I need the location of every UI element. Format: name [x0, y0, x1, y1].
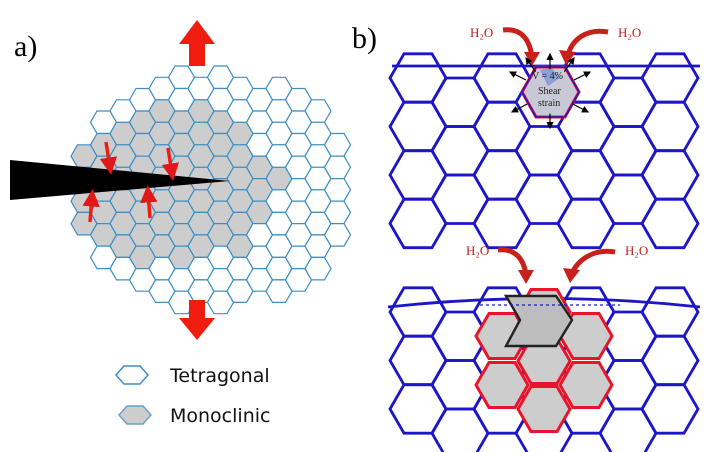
legend-tetragonal-label: Tetragonal — [169, 365, 270, 387]
panel-b-label: b) — [352, 22, 377, 55]
legend: Tetragonal Monoclinic — [114, 365, 270, 427]
lattice-grain — [640, 52, 700, 104]
expansion-arrow — [525, 57, 537, 72]
expansion-arrow — [510, 103, 528, 113]
legend-monoclinic-label: Monoclinic — [170, 405, 270, 427]
bottom-water-left-label: H₂O — [466, 243, 489, 258]
bottom-water-right-label: H₂O — [625, 243, 648, 258]
transformation-arrow — [99, 141, 118, 175]
top-water-left-label: H₂O — [470, 25, 493, 40]
tetragonal-grain — [304, 256, 332, 281]
lattice-grain — [430, 407, 490, 452]
tetragonal-grain — [323, 200, 352, 225]
lattice-grain — [640, 100, 700, 153]
tetragonal-grain — [323, 223, 352, 247]
transformed-grain — [558, 361, 614, 409]
transformation-arrow — [82, 189, 100, 223]
panel-b-bottom-lattice — [387, 286, 701, 452]
tetragonal-grain — [304, 99, 332, 123]
shear-note-line-2: strain — [538, 98, 560, 109]
expansion-arrow — [572, 103, 590, 113]
legend-tetragonal-swatch — [114, 365, 150, 385]
transformed-grain — [474, 361, 530, 409]
legend-monoclinic-swatch — [117, 405, 153, 425]
transformation-arrow — [140, 185, 158, 219]
top-transformed-grain: V = 4% Shear strain — [520, 65, 581, 119]
transformation-arrows — [82, 141, 180, 223]
shear-note-line-1: Shear — [538, 86, 561, 97]
bottom-water-left-arrowhead — [518, 270, 534, 284]
crack-wedge — [10, 160, 230, 200]
transformation-arrow — [161, 147, 180, 181]
expansion-arrow — [563, 57, 575, 72]
tension-arrow-down — [179, 300, 215, 340]
panel-a-label: a) — [14, 30, 37, 63]
lattice-grain — [640, 149, 700, 201]
lattice-grain — [640, 197, 700, 250]
transformed-grain — [516, 385, 572, 433]
expansion-arrows — [508, 52, 592, 130]
tetragonal-grain — [323, 132, 352, 157]
tetragonal-grain — [323, 155, 352, 180]
uplifted-grain — [503, 294, 574, 348]
tension-arrow-up — [179, 20, 215, 66]
top-water-right-label: H₂O — [618, 25, 641, 40]
expansion-arrow — [508, 71, 527, 81]
tetragonal-grain — [323, 178, 352, 202]
lattice-grain — [640, 334, 700, 387]
top-water-right-arrow — [565, 28, 609, 56]
bottom-water-right-arrow — [569, 248, 616, 275]
lattice-grain — [640, 286, 700, 338]
bottom-water-right-arrowhead — [563, 268, 580, 283]
lattice-grain — [640, 383, 700, 435]
top-water-right-arrowhead — [559, 50, 576, 65]
expansion-arrow — [573, 71, 592, 81]
panel-a-hex-lattice — [70, 65, 352, 315]
volume-note: V = 4% — [532, 71, 563, 82]
lattice-grain — [598, 407, 658, 452]
